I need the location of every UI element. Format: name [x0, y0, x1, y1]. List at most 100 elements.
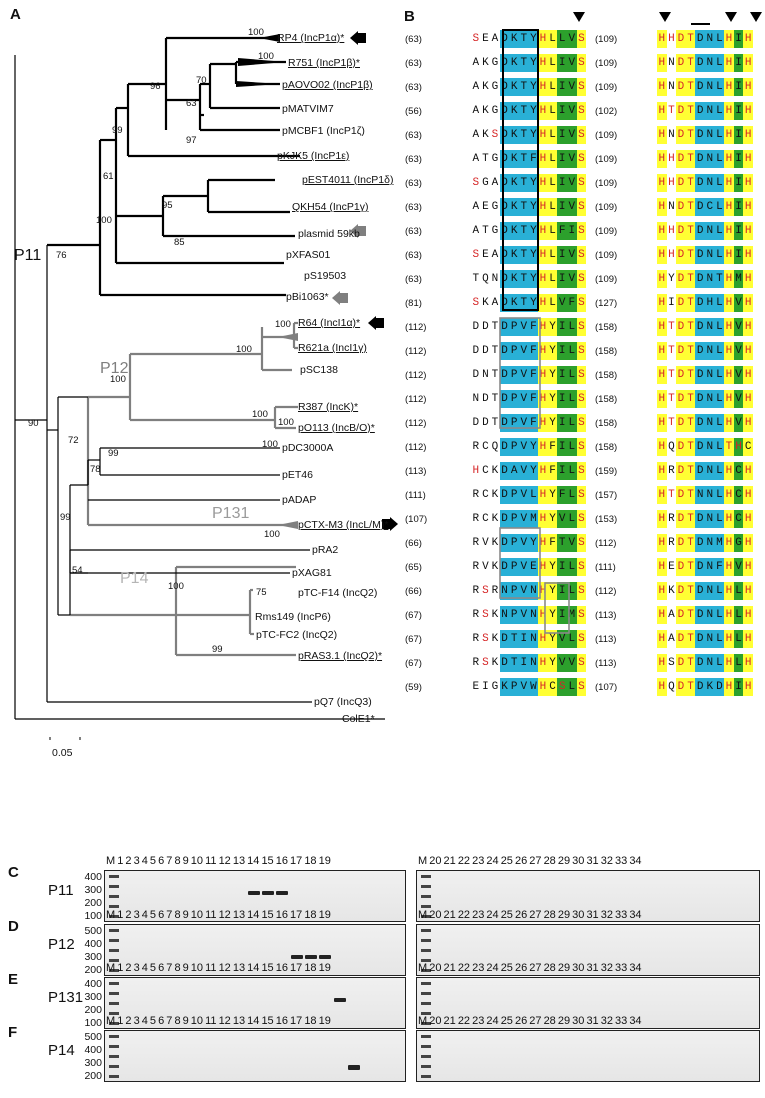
molecular-weight-label: 300 — [84, 991, 102, 1003]
end-position: (109) — [595, 178, 618, 189]
end-position: (157) — [595, 490, 618, 501]
start-position: (63) — [405, 274, 422, 285]
start-position: (112) — [405, 394, 427, 405]
bootstrap-value: 61 — [103, 171, 114, 182]
bootstrap-value: 97 — [186, 135, 197, 146]
lane-numbers: 1 2 3 4 5 6 7 8 9 10 11 12 13 14 15 16 1… — [117, 855, 331, 867]
bootstrap-value: 95 — [162, 200, 173, 211]
lane-numbers: 1 2 3 4 5 6 7 8 9 10 11 12 13 14 15 16 1… — [117, 909, 331, 921]
end-position: (109) — [595, 202, 618, 213]
start-position: (112) — [405, 418, 427, 429]
end-position: (113) — [595, 658, 617, 669]
ladder-band — [109, 1012, 119, 1015]
start-position: (67) — [405, 658, 422, 669]
ladder-band — [421, 1012, 431, 1015]
panel-letter-d: D — [8, 918, 19, 935]
ladder-band — [421, 1075, 431, 1078]
lane-labels-right: M 20 21 22 23 24 25 26 27 28 29 30 31 32… — [418, 962, 642, 974]
ladder-band — [109, 1035, 119, 1038]
marker-label: M — [106, 962, 116, 974]
ladder-band — [109, 885, 119, 888]
leaf-label: ColE1* — [342, 713, 375, 725]
leaf-label: Rms149 (IncP6) — [255, 611, 331, 623]
end-position: (109) — [595, 82, 618, 93]
ladder-band — [109, 949, 119, 952]
leaf-label: pXAG81 — [292, 567, 332, 579]
leaf-label: QKH54 (IncP1γ) — [292, 201, 369, 213]
ladder-band — [421, 1045, 431, 1048]
bootstrap-value: 90 — [28, 418, 39, 429]
start-position: (107) — [405, 514, 428, 525]
leaf-label: pDC3000A — [282, 442, 334, 454]
ladder-band — [421, 905, 431, 908]
end-position: (107) — [595, 682, 618, 693]
bootstrap-value: 100 — [96, 215, 112, 226]
ladder-band — [421, 875, 431, 878]
leaf-label: pET46 — [282, 469, 313, 481]
start-position: (63) — [405, 34, 422, 45]
leaf-label: R751 (IncP1β)* — [288, 57, 360, 69]
marker-label: M — [106, 909, 116, 921]
end-position: (127) — [595, 298, 618, 309]
start-position: (113) — [405, 466, 427, 477]
pcr-band — [319, 955, 332, 959]
ladder-band — [421, 992, 431, 995]
start-position: (63) — [405, 178, 422, 189]
end-position: (109) — [595, 274, 618, 285]
leaf-label: plasmid 59kb — [298, 228, 360, 240]
ladder-band — [421, 969, 431, 972]
leaf-label: pXFAS01 — [286, 249, 331, 261]
start-position: (63) — [405, 82, 422, 93]
ladder-band — [421, 1022, 431, 1025]
bootstrap-value: 100 — [264, 529, 280, 540]
pcr-band — [276, 891, 289, 895]
molecular-weight-label: 100 — [84, 910, 102, 922]
end-position: (158) — [595, 322, 618, 333]
start-position: (63) — [405, 154, 422, 165]
bootstrap-value: 100 — [110, 374, 126, 385]
start-position: (63) — [405, 226, 422, 237]
marker-label: M — [418, 855, 428, 867]
start-position: (112) — [405, 346, 427, 357]
start-position: (59) — [405, 682, 422, 693]
scale-bar-label: 0.05 — [52, 747, 73, 759]
phylogenetic-tree — [14, 31, 398, 740]
pcr-band — [290, 955, 303, 959]
leaf-label: pADAP — [282, 494, 317, 506]
molecular-weight-label: 300 — [84, 1057, 102, 1069]
end-position: (111) — [595, 562, 616, 573]
start-position: (63) — [405, 58, 422, 69]
bootstrap-value: 100 — [248, 27, 264, 38]
lane-labels-left: M 1 2 3 4 5 6 7 8 9 10 11 12 13 14 15 16… — [106, 962, 331, 974]
triangle-marker-icon — [573, 12, 585, 22]
ladder-band — [109, 875, 119, 878]
start-position: (111) — [405, 490, 426, 501]
end-position: (158) — [595, 394, 618, 405]
ladder-band — [421, 1065, 431, 1068]
start-position: (63) — [405, 250, 422, 261]
ladder-band — [421, 929, 431, 932]
ladder-band — [109, 915, 119, 918]
ladder-band — [109, 959, 119, 962]
lane-numbers: 20 21 22 23 24 25 26 27 28 29 30 31 32 3… — [429, 909, 642, 921]
ladder-band — [109, 929, 119, 932]
leaf-label: pMCBF1 (IncP1ζ) — [282, 125, 365, 137]
bootstrap-value: 99 — [112, 125, 123, 136]
pcr-band — [304, 955, 317, 959]
clade-label-p12: P12 — [100, 360, 129, 377]
pcr-band — [262, 891, 274, 895]
lane-labels-left: M 1 2 3 4 5 6 7 8 9 10 11 12 13 14 15 16… — [106, 909, 331, 921]
marker-label: M — [418, 1015, 428, 1027]
lane-labels-right: M 20 21 22 23 24 25 26 27 28 29 30 31 32… — [418, 1015, 642, 1027]
lane-numbers: 20 21 22 23 24 25 26 27 28 29 30 31 32 3… — [429, 1015, 642, 1027]
